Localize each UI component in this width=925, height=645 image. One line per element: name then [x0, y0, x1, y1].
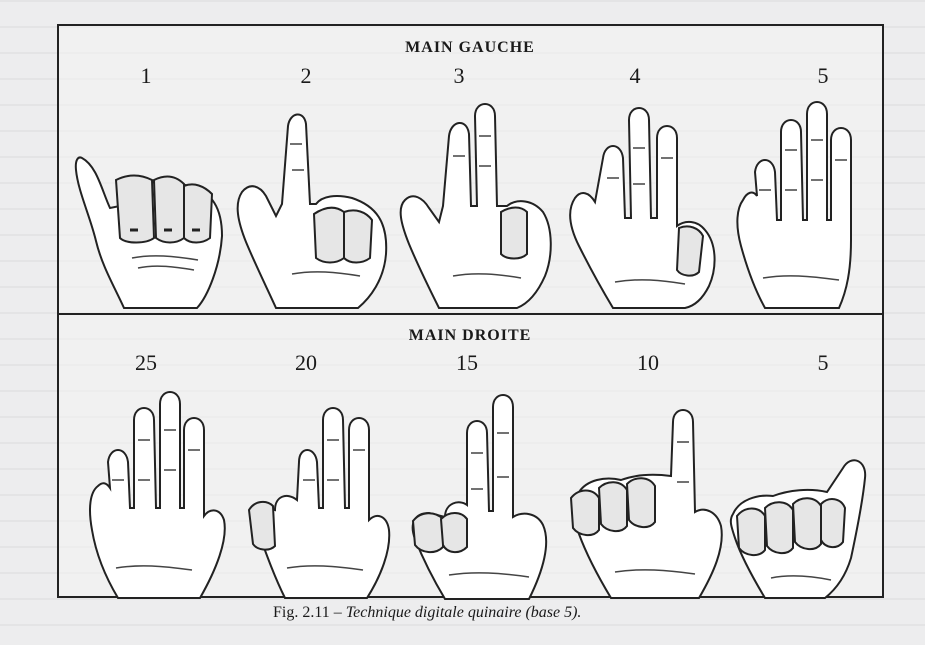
left-count-2: 2 — [301, 63, 312, 89]
left-count-1: 1 — [141, 63, 152, 89]
right-count-20: 20 — [295, 350, 317, 376]
right-count-5: 5 — [818, 350, 829, 376]
right-hand-illustration-20 — [245, 390, 395, 600]
right-count-25: 25 — [135, 350, 157, 376]
right-count-10: 10 — [637, 350, 659, 376]
left-count-5: 5 — [818, 63, 829, 89]
right-count-15: 15 — [456, 350, 478, 376]
left-hand-illustration-5 — [735, 100, 870, 309]
left-hand-illustration-4 — [567, 98, 737, 309]
caption-title: Technique digitale quinaire (base 5). — [346, 604, 582, 621]
right-hand-illustration-5 — [725, 438, 875, 600]
figure-caption: Fig. 2.11 – Technique digitale quinaire … — [273, 604, 581, 622]
right-hand-illustration-25 — [88, 390, 228, 600]
left-hand-illustration-2 — [232, 104, 397, 309]
left-hand-illustration-3 — [393, 96, 558, 309]
main-gauche-heading: MAIN GAUCHE — [405, 39, 535, 57]
left-hand-illustration-1 — [72, 146, 227, 309]
caption-prefix: Fig. 2.11 – — [273, 604, 346, 621]
main-droite-heading: MAIN DROITE — [409, 327, 532, 345]
section-divider — [57, 313, 884, 315]
right-hand-illustration-10 — [565, 402, 730, 600]
left-count-3: 3 — [454, 63, 465, 89]
right-hand-illustration-15 — [405, 393, 560, 600]
left-count-4: 4 — [630, 63, 641, 89]
